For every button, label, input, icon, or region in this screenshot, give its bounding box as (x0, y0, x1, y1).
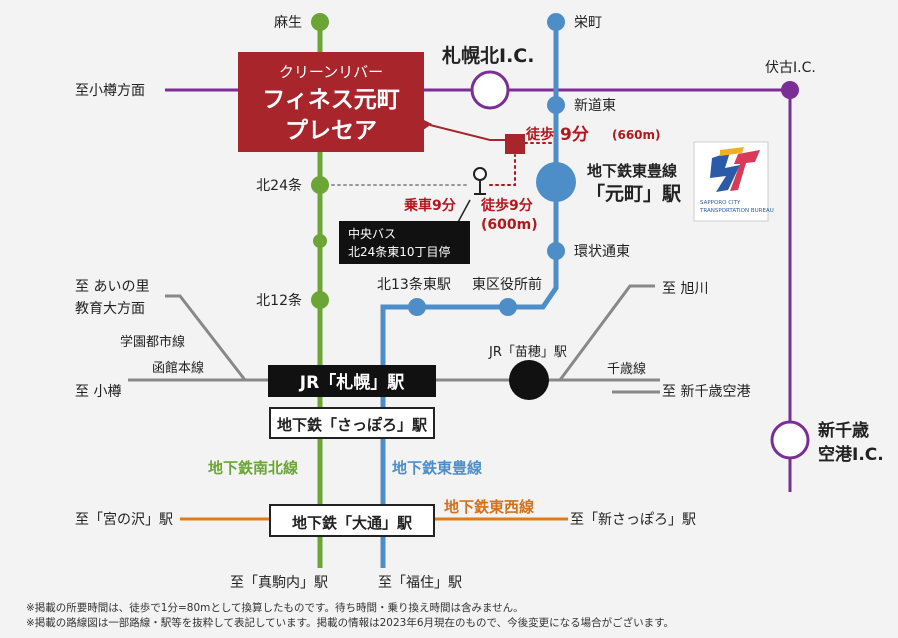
dest-ainosato-2: 教育大方面 (75, 301, 145, 317)
dest-fukuzumi: 至「福住」駅 (378, 575, 462, 591)
logo-text-2: TRANSPORTATION BUREAU (699, 208, 774, 214)
station-kita13-label: 北13条東駅 (377, 276, 451, 293)
dest-ainosato-1: 至 あいの里 (75, 279, 149, 295)
property-name-line1: クリーンリバー (279, 63, 383, 81)
line-tozai-label: 地下鉄東西線 (444, 498, 534, 516)
station-kita12-label: 北12条 (256, 292, 302, 309)
property-box: クリーンリバー フィネス元町 プレセア (238, 52, 424, 152)
station-sub-sapporo-box: 地下鉄「さっぽろ」駅 (269, 407, 435, 439)
station-kita13-marker (408, 298, 426, 316)
bus-ride-time: 乗車9分 (403, 197, 456, 214)
station-jr-sapporo-label: JR「札幌」駅 (299, 372, 405, 393)
station-sub-sapporo-label: 地下鉄「さっぽろ」駅 (277, 416, 428, 434)
station-kita12-marker (311, 291, 329, 309)
walk-to-station-distance: (660m) (612, 128, 661, 142)
bus-stop-company: 中央バス (348, 226, 396, 241)
dest-miyanosawa: 至「宮の沢」駅 (75, 512, 173, 528)
bus-stop-icon (473, 167, 487, 195)
station-motomachi-marker (536, 162, 576, 202)
station-shindohigashi-marker (547, 96, 565, 114)
access-lines (331, 142, 553, 186)
walk-to-bus-distance: (600m) (481, 217, 538, 233)
line-chitose-label: 千歳線 (607, 361, 646, 377)
station-asabu-label: 麻生 (274, 15, 302, 31)
sapporo-kita-ic-label: 札幌北I.C. (441, 44, 534, 67)
station-kita24-marker (311, 176, 329, 194)
shinchitose-ic-label-1: 新千歳 (818, 420, 869, 441)
station-kanjodori-marker (547, 242, 565, 260)
line-toho-label: 地下鉄東豊線 (392, 459, 482, 477)
walk-to-bus-time: 徒歩9分 (480, 197, 533, 214)
station-odori-box: 地下鉄「大通」駅 (269, 504, 435, 537)
station-odori-label: 地下鉄「大通」駅 (292, 514, 413, 532)
line-hakodate-label: 函館本線 (152, 360, 204, 376)
property-location-marker (505, 134, 525, 154)
fushiko-ic-label: 伏古I.C. (765, 60, 816, 76)
logo-text-1: SAPPORO CITY (700, 200, 741, 206)
station-jr-naebo-marker (509, 360, 549, 400)
property-name-line2: フィネス元町 (262, 87, 400, 113)
shinchitose-ic-marker (770, 420, 810, 460)
station-motomachi-line-label: 地下鉄東豊線 (587, 162, 677, 180)
property-name-line3: プレセア (285, 118, 377, 144)
bus-stop-label-box: 中央バス 北24条東10丁目停 (339, 221, 470, 264)
dest-makomanai: 至「真駒内」駅 (230, 575, 328, 591)
line-namboku-label: 地下鉄南北線 (208, 459, 298, 477)
line-gakuentoshi-label: 学園都市線 (120, 334, 185, 350)
shinchitose-ic-label-2: 空港I.C. (818, 444, 884, 465)
station-motomachi-label: 「元町」駅 (586, 182, 682, 205)
dest-shinchitose-airport: 至 新千歳空港 (662, 384, 750, 400)
walk-to-station-minutes: 9分 (560, 125, 589, 145)
dest-asahikawa: 至 旭川 (662, 281, 708, 297)
footnote-1: ※掲載の所要時間は、徒歩で1分=80mとして換算したものです。待ち時間・乗り換え… (26, 602, 524, 614)
station-intermediate-marker (313, 234, 327, 248)
sapporo-kita-ic-marker (470, 70, 510, 110)
station-sakaemachi-marker (547, 13, 565, 31)
station-kita24-label: 北24条 (256, 177, 302, 194)
transportation-bureau-logo: SAPPORO CITY TRANSPORTATION BUREAU (693, 141, 774, 222)
station-kanjodori-label: 環状通東 (574, 244, 630, 260)
station-higashikuyakusho-label: 東区役所前 (472, 276, 542, 293)
bus-stop-name: 北24条東10丁目停 (348, 244, 451, 259)
station-shindohigashi-label: 新道東 (574, 98, 616, 114)
station-jr-sapporo-box: JR「札幌」駅 (268, 365, 436, 397)
station-jr-naebo-label: JR「苗穂」駅 (488, 345, 567, 360)
dest-shinsapporo: 至「新さっぽろ」駅 (570, 512, 696, 528)
station-higashikuyakusho-marker (499, 298, 517, 316)
footnotes: ※掲載の所要時間は、徒歩で1分=80mとして換算したものです。待ち時間・乗り換え… (26, 601, 674, 631)
station-sakaemachi-label: 栄町 (574, 15, 602, 31)
footnote-2: ※掲載の路線図は一部路線・駅等を抜粋して表記しています。掲載の情報は2023年6… (26, 617, 675, 629)
dest-otaru: 至 小樽 (75, 383, 121, 400)
walk-to-station-prefix: 徒歩 (525, 126, 554, 143)
fushiko-ic-marker (781, 81, 799, 99)
dest-otaru-direction: 至小樽方面 (75, 82, 145, 99)
